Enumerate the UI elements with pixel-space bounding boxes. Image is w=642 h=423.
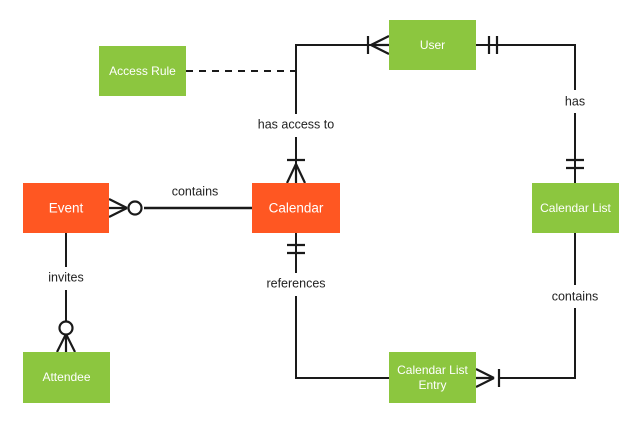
entity-calendar-list-entry-box <box>389 352 476 403</box>
entity-calendar-list[interactable]: Calendar List <box>532 183 619 233</box>
relationship-label-invites: invites <box>48 270 83 284</box>
connector-line-segment <box>476 44 576 90</box>
entity-calendar-list-entry[interactable]: Calendar List Entry <box>389 352 476 403</box>
connector-line-segment <box>499 308 576 379</box>
connector-line-segment <box>295 296 389 379</box>
relationship-label-has: has <box>565 94 585 108</box>
entity-calendar-list-label: Calendar List <box>540 201 611 215</box>
entity-access-rule-box <box>99 46 186 96</box>
entity-calendar-box <box>252 183 340 233</box>
cardinality-one-user-right <box>487 36 499 54</box>
cardinality-one-or-many-calendar-top <box>286 158 306 184</box>
entity-access-rule[interactable]: Access Rule <box>99 46 186 96</box>
entity-attendee-label: Attendee <box>42 370 90 384</box>
entity-attendee[interactable]: Attendee <box>23 352 110 403</box>
entity-user-label: User <box>420 38 445 52</box>
connector-line-segment <box>295 44 389 114</box>
cardinality-one-calendar-list-top <box>566 158 584 170</box>
relationship-label-contains-event-calendar: contains <box>172 184 219 198</box>
entity-user[interactable]: User <box>389 20 476 70</box>
entity-access-rule-label: Access Rule <box>109 64 176 78</box>
entity-calendar-label: Calendar <box>269 201 324 216</box>
entity-event[interactable]: Event <box>23 183 109 233</box>
cardinality-zero-or-many-attendee-top <box>56 320 76 353</box>
entity-attendee-box <box>23 352 110 403</box>
entity-calendar-list-entry-label-line2: Entry <box>418 378 446 392</box>
entity-event-box <box>23 183 109 233</box>
entity-calendar-list-box <box>532 183 619 233</box>
connector-user-has-calendar-list[interactable] <box>476 44 576 183</box>
cardinality-zero-or-many-event-right <box>108 198 143 218</box>
entity-calendar-list-entry-label-line1: Calendar List <box>397 363 468 377</box>
relationship-label-references: references <box>266 276 325 290</box>
connector-calendar-list-contains-entry[interactable] <box>499 233 576 379</box>
cardinality-one-or-many-user-left <box>366 35 390 55</box>
entity-event-label: Event <box>49 201 84 216</box>
relationship-label-contains-calendar-list: contains <box>552 289 599 303</box>
relationship-label-has-access-to: has access to <box>258 117 334 131</box>
entity-user-box <box>389 20 476 70</box>
cardinality-one-or-many-entry-right <box>475 368 501 388</box>
connector-user-has-access-to-calendar[interactable] <box>295 44 389 183</box>
connector-calendar-references-entry[interactable] <box>295 233 389 379</box>
entity-calendar[interactable]: Calendar <box>252 183 340 233</box>
cardinality-one-calendar-bottom <box>287 243 305 255</box>
